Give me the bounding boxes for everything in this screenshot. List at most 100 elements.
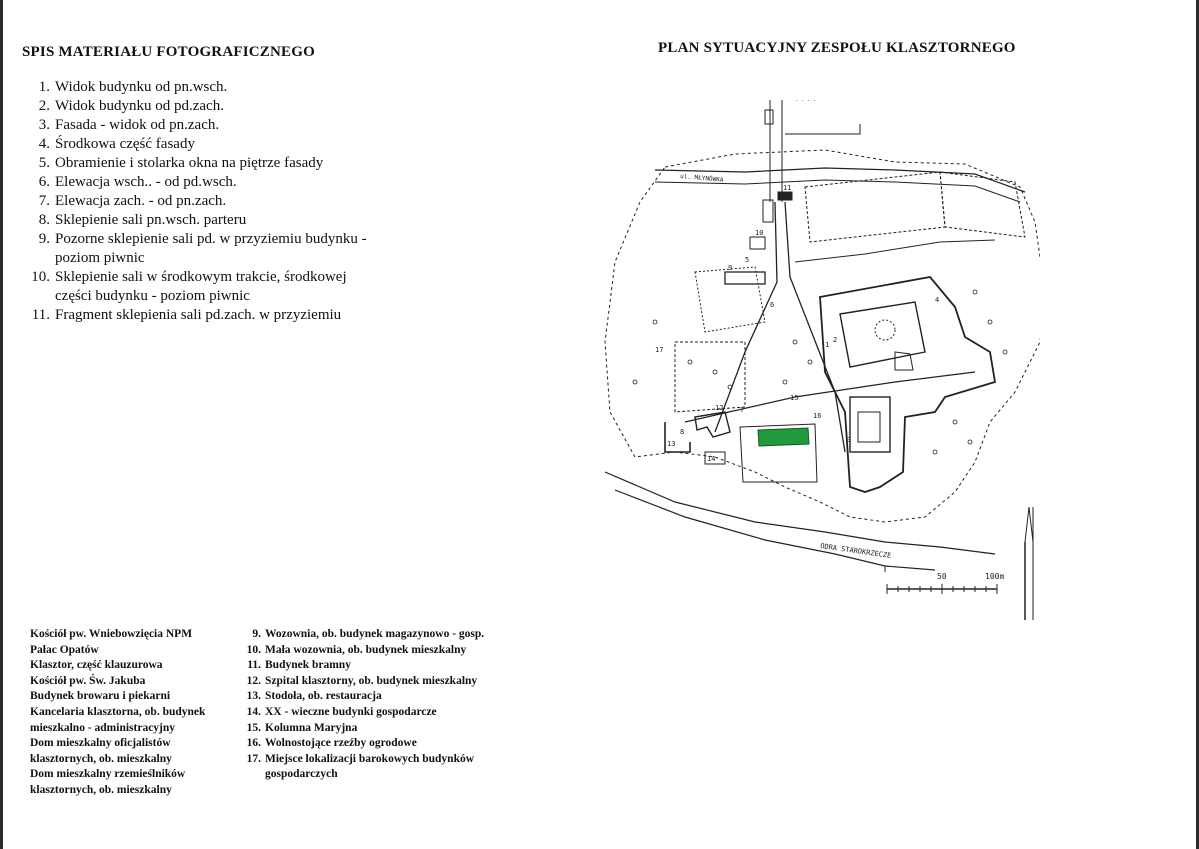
legend-item: Pałac Opatów xyxy=(30,643,99,656)
map-label-14: 14 xyxy=(707,455,715,463)
list-item-text: Elewacja wsch.. - od pd.wsch. xyxy=(55,174,237,190)
list-item: 5. Obramienie i stolarka okna na piętrze … xyxy=(18,154,378,173)
legend-item: klasztornych, ob. mieszkalny xyxy=(30,752,172,765)
legend-right: 9.Wozownia, ob. budynek magazynowo - gos… xyxy=(240,627,500,783)
street-label: ul. MŁYNÓWKA xyxy=(680,173,724,184)
legend-item-text: Szpital klasztorny, ob. budynek mieszkal… xyxy=(265,674,478,687)
list-item-text: Elewacja zach. - od pn.zach. xyxy=(55,193,227,209)
map-label-1: 1 xyxy=(825,341,829,349)
legend-left: Kościół pw. Wniebowzięcia NPM Pałac Opat… xyxy=(30,627,235,799)
list-item-number: 5. xyxy=(38,155,50,171)
gate-building xyxy=(777,191,793,201)
legend-item: 16.Wolnostojące rzeźby ogrodowe xyxy=(240,736,500,752)
tree-marks xyxy=(632,289,1008,455)
monastery-outline xyxy=(819,276,997,493)
map-label-7: 7 xyxy=(740,406,744,414)
cross-road xyxy=(684,371,976,423)
map-label-9: 9 xyxy=(728,264,732,272)
legend-item: klasztornych, ob. mieszkalny xyxy=(30,783,172,796)
list-item: 8. Sklepienie sali pn.wsch. parteru xyxy=(18,211,378,230)
list-item-number: 8. xyxy=(38,212,50,228)
legend-item-text: XX - wieczne budynki gospodarcze xyxy=(265,705,437,718)
legend-item-number: 14. xyxy=(246,705,261,718)
list-item-text: Fragment sklepienia sali pd.zach. w przy… xyxy=(55,307,342,323)
list-item-text: Widok budynku od pn.wsch. xyxy=(55,79,228,95)
list-item: 2. Widok budynku od pd.zach. xyxy=(18,97,378,116)
map-label-11: 11 xyxy=(783,184,791,192)
legend-item: mieszkalno - administracyjny xyxy=(30,721,176,734)
baroque-annex xyxy=(894,351,914,371)
legend-item: 12. Szpital klasztorny, ob. budynek miesz… xyxy=(240,674,500,690)
orchard-plot xyxy=(674,341,746,413)
map-label-4: 4 xyxy=(935,296,939,304)
legend-item-text: Budynek bramny xyxy=(265,659,351,672)
list-item-text: Sklepienie sali pn.wsch. parteru xyxy=(55,212,247,228)
list-item: 4.Środkowa część fasady xyxy=(18,135,378,154)
legend-item: 15.Kolumna Maryjna xyxy=(240,721,500,737)
list-item-number: 6. xyxy=(38,174,50,190)
legend-item: 10.Mała wozownia, ob. budynek mieszkalny xyxy=(240,643,500,659)
photo-list-title: SPIS MATERIAŁU FOTOGRAFICZNEGO xyxy=(22,44,315,60)
cloister-courtyard xyxy=(839,301,926,368)
site-plan-title: PLAN SYTUACYJNY ZESPOŁU KLASZTORNEGO xyxy=(658,40,1016,56)
building-14 xyxy=(704,451,726,465)
highlighted-building xyxy=(757,427,810,447)
building-number-labels: 1 2 3 4 5 6 7 8 9 10 11 12 13 14 15 16 1… xyxy=(655,184,939,463)
river-bank-north xyxy=(604,471,996,555)
garden-north xyxy=(804,171,946,243)
legend-item-text: Kolumna Maryjna xyxy=(265,721,358,734)
map-label-10: 10 xyxy=(755,229,763,237)
list-item-text: Obramienie i stolarka okna na piętrze fa… xyxy=(55,155,324,171)
church-nave xyxy=(857,411,881,443)
legend-item: 9.Wozownia, ob. budynek magazynowo - gos… xyxy=(240,627,500,643)
list-item: 1. Widok budynku od pn.wsch. xyxy=(18,78,378,97)
legend-item-number: 13. xyxy=(246,690,261,703)
list-item-number: 1. xyxy=(38,79,50,95)
map-label-16: 16 xyxy=(813,412,821,420)
list-item: 6. Elewacja wsch.. - od pd.wsch. xyxy=(18,173,378,192)
legend-item: 14. XX - wieczne budynki gospodarcze xyxy=(240,705,500,721)
site-boundary xyxy=(604,149,1040,523)
building-12 xyxy=(694,411,731,438)
map-label-15: 15 xyxy=(790,394,798,402)
list-item-text: Środkowa część fasady xyxy=(55,136,195,152)
river-label: ODRA STAROKRZECZE xyxy=(820,542,892,560)
scale-label-mid: 50 xyxy=(937,572,947,581)
building-10 xyxy=(749,236,766,250)
map-label-17: 17 xyxy=(655,346,663,354)
legend-item-number: 17. xyxy=(246,752,261,765)
west-plot xyxy=(694,266,766,333)
legend-item-text: Stodoła, ob. restauracja xyxy=(265,690,382,703)
scale-label-end: 100m xyxy=(985,572,1004,581)
north-note: - - - - xyxy=(795,98,816,104)
list-item-text: Fasada - widok od pn.zach. xyxy=(55,117,220,133)
legend-item-number: 10. xyxy=(246,643,261,656)
garden-circle xyxy=(874,319,896,341)
east-path xyxy=(794,239,996,263)
legend-item: Kościół pw. Św. Jakuba xyxy=(30,674,146,687)
list-item-number: 2. xyxy=(38,98,50,114)
legend-item: Kościół pw. Wniebowzięcia NPM xyxy=(30,628,193,640)
list-item-text: Widok budynku od pd.zach. xyxy=(55,98,224,114)
site-plan-drawing: ul. MŁYNÓWKA - - - - ODRA STAROKRZECZE xyxy=(604,98,1040,620)
map-label-3: 3 xyxy=(847,436,851,444)
main-road-a xyxy=(784,201,846,453)
north-road-edge xyxy=(654,167,1026,193)
north-arrow-head xyxy=(1024,506,1034,543)
list-item-number: 3. xyxy=(38,117,50,133)
legend-item: 17.Miejsce lokalizacji barokowych budynk… xyxy=(240,752,500,783)
legend-item: Kancelaria klasztorna, ob. budynek xyxy=(30,705,206,718)
legend-item: Dom mieszkalny oficjalistów xyxy=(30,737,171,750)
list-item-text: Pozorne sklepienie sali pd. w przyziemiu… xyxy=(55,231,367,266)
scan-edge-left xyxy=(0,0,3,849)
building-11 xyxy=(762,199,774,223)
legend-item-number: 9. xyxy=(252,628,261,640)
list-item: 3. Fasada - widok od pn.zach. xyxy=(18,116,378,135)
legend-item-number: 11. xyxy=(247,659,261,672)
legend-item: Budynek browaru i piekarni xyxy=(30,690,171,703)
church-block xyxy=(849,396,891,453)
map-label-5: 5 xyxy=(745,256,749,264)
legend-item-number: 12. xyxy=(246,674,261,687)
building-9 xyxy=(724,271,766,285)
list-item-number: 10. xyxy=(31,269,50,285)
